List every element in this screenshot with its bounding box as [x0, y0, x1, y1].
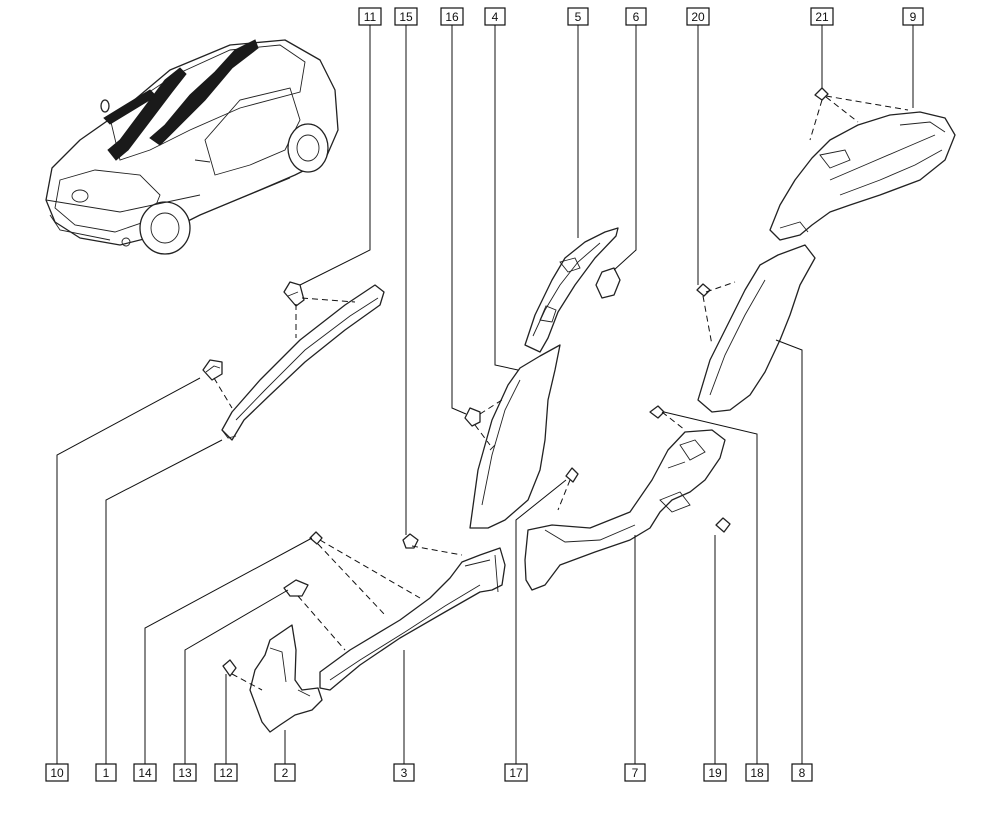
svg-text:12: 12 — [219, 766, 233, 780]
callout-8: 8 — [791, 763, 813, 782]
svg-text:5: 5 — [575, 10, 582, 24]
part-6-seatbelt-cover — [595, 267, 621, 299]
svg-text:8: 8 — [799, 766, 806, 780]
leader-lines — [56, 25, 914, 765]
assembly-dashed-lines — [213, 95, 909, 691]
part-17-clip — [565, 467, 579, 483]
svg-text:13: 13 — [178, 766, 192, 780]
part-5-upper-center-pillar-trim — [524, 227, 619, 353]
callout-1: 1 — [95, 763, 117, 782]
part-18-clip — [649, 405, 665, 419]
callout-4: 4 — [484, 7, 506, 26]
svg-text:16: 16 — [445, 10, 459, 24]
svg-text:3: 3 — [401, 766, 408, 780]
callout-18: 18 — [745, 763, 769, 782]
svg-text:10: 10 — [50, 766, 64, 780]
part-1-front-pillar-trim — [221, 284, 385, 441]
svg-text:1: 1 — [103, 766, 110, 780]
callout-14: 14 — [133, 763, 157, 782]
part-11-clip — [283, 281, 305, 307]
car-overview-illustration — [45, 39, 339, 255]
part-3-front-sill-trim — [319, 547, 506, 691]
part-21-clip — [814, 87, 829, 101]
part-19-clip — [715, 517, 731, 533]
svg-text:20: 20 — [691, 10, 705, 24]
svg-text:6: 6 — [633, 10, 640, 24]
svg-text:19: 19 — [708, 766, 722, 780]
svg-text:9: 9 — [910, 10, 917, 24]
part-12-clip — [222, 659, 237, 677]
part-20-clip — [696, 283, 711, 297]
svg-text:11: 11 — [364, 10, 377, 24]
part-2-footwell-kick-panel — [249, 624, 323, 733]
callout-5: 5 — [567, 7, 589, 26]
callout-9: 9 — [902, 7, 924, 26]
callout-6: 6 — [625, 7, 647, 26]
svg-text:4: 4 — [492, 10, 499, 24]
callout-10: 10 — [45, 763, 69, 782]
svg-text:2: 2 — [282, 766, 289, 780]
part-4-lower-center-pillar-trim — [469, 344, 561, 529]
callout-21: 21 — [810, 7, 834, 26]
callout-15: 15 — [394, 7, 418, 26]
callout-3: 3 — [393, 763, 415, 782]
part-13-clip — [283, 579, 309, 597]
svg-text:21: 21 — [815, 10, 829, 24]
callout-17: 17 — [504, 763, 528, 782]
svg-text:14: 14 — [138, 766, 152, 780]
svg-text:17: 17 — [509, 766, 523, 780]
part-7-rear-sill-trim — [524, 429, 726, 591]
part-15-clip — [402, 533, 419, 549]
callout-20: 20 — [686, 7, 710, 26]
callout-16: 16 — [440, 7, 464, 26]
svg-text:18: 18 — [750, 766, 764, 780]
callout-13: 13 — [173, 763, 197, 782]
part-8-rear-quarter-trim — [697, 244, 816, 413]
callout-7: 7 — [624, 763, 646, 782]
callout-boxes: 10 1 14 13 12 2 3 17 7 19 18 8 11 15 16 … — [45, 7, 924, 782]
callout-2: 2 — [274, 763, 296, 782]
callout-11: 11 — [358, 7, 382, 26]
callout-19: 19 — [703, 763, 727, 782]
part-10-clip — [202, 359, 223, 381]
part-14-clip — [309, 531, 323, 545]
part-9-rear-pillar-upper-trim — [769, 111, 956, 241]
part-16-clip — [464, 407, 481, 427]
svg-text:15: 15 — [399, 10, 413, 24]
svg-text:7: 7 — [632, 766, 639, 780]
callout-12: 12 — [214, 763, 238, 782]
